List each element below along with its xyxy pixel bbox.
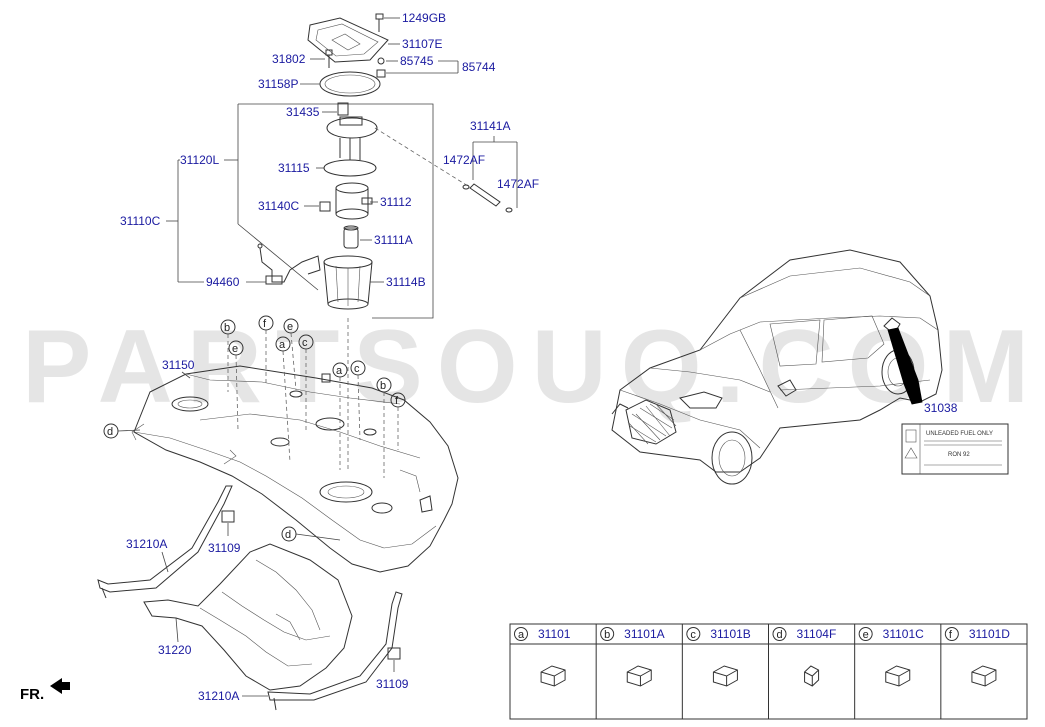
callout-b1: b: [224, 322, 230, 334]
label-31107E[interactable]: 31107E: [402, 37, 442, 51]
label-31115[interactable]: 31115: [278, 161, 310, 175]
legend-block-icon-d: [804, 665, 820, 687]
legend-letter-e: e: [863, 629, 869, 641]
direction-label: FR.: [20, 686, 44, 703]
label-85745[interactable]: 85745: [400, 54, 434, 68]
callout-leaders: [117, 318, 399, 541]
legend-block-icon-a: [540, 665, 566, 687]
fuel-tank-31150: [131, 365, 459, 573]
fuel-label-line1: UNLEADED FUEL ONLY: [926, 431, 993, 437]
fuel-label-31038: UNLEADED FUEL ONLY RON 92: [901, 423, 1009, 475]
reservoir-31112: [335, 182, 373, 220]
filter-31114B: [323, 255, 373, 310]
part-31140C: [319, 201, 331, 212]
oring-31115: [323, 159, 377, 177]
label-1472AF-b[interactable]: 1472AF: [497, 177, 539, 191]
legend-letter-c: c: [690, 629, 696, 641]
vent-tube-31141A: [462, 183, 513, 213]
cover-plate-31107E: [307, 17, 389, 63]
gasket-31158P: [319, 71, 381, 97]
callout-e2: e: [232, 343, 238, 355]
strap-31210A-front: [97, 485, 233, 599]
label-31141A[interactable]: 31141A: [470, 119, 510, 133]
label-31435[interactable]: 31435: [286, 105, 320, 119]
legend-part-31101A[interactable]: 31101A: [624, 627, 664, 641]
legend-block-icon-b: [626, 665, 652, 687]
callout-a2: a: [336, 365, 343, 377]
pump-flange: [326, 116, 378, 160]
callout-c2: c: [354, 363, 360, 375]
pump-31111A: [343, 225, 359, 249]
label-31120L[interactable]: 31120L: [180, 153, 219, 167]
legend-table: a 31101 b 31101A c 31101B d 31104F e 31101C f 31101…: [509, 623, 1028, 720]
label-31802[interactable]: 31802: [272, 52, 306, 66]
label-31038[interactable]: 31038: [924, 401, 958, 415]
heat-shield-31220: [143, 543, 353, 691]
label-31110C[interactable]: 31110C: [120, 214, 161, 228]
sender-94460: [257, 243, 321, 285]
callout-f2: f: [395, 395, 399, 407]
car-illustration: [611, 249, 943, 485]
callout-b2: b: [380, 380, 386, 392]
screw-31802: [325, 49, 333, 68]
module-bracket-box: [238, 103, 434, 319]
legend-letter-f: f: [949, 629, 953, 641]
label-31210A-b[interactable]: 31210A: [198, 689, 239, 703]
legend-block-icon-f: [971, 665, 997, 687]
legend-letter-a: a: [518, 629, 525, 641]
legend-letter-b: b: [604, 629, 610, 641]
legend-part-31104F[interactable]: 31104F: [797, 627, 837, 641]
label-31150[interactable]: 31150: [162, 358, 195, 372]
callout-d2: d: [285, 529, 291, 541]
label-31158P[interactable]: 31158P: [258, 77, 298, 91]
legend-letter-circle-d: [772, 627, 787, 641]
label-31210A-a[interactable]: 31210A: [126, 537, 167, 551]
legend-block-icon-e: [885, 665, 911, 687]
strap-31210A-rear: [267, 591, 403, 711]
legend-letter-circle-e: [858, 627, 873, 641]
label-31109-b[interactable]: 31109: [376, 677, 409, 691]
label-31114B[interactable]: 31114B: [386, 275, 426, 289]
legend-letter-circle-c: [686, 627, 701, 641]
legend-letter-circle-a: [514, 627, 528, 641]
label-31111A[interactable]: 31111A: [374, 233, 413, 247]
callout-c1: c: [302, 337, 308, 349]
washer-85745: [377, 57, 385, 65]
legend-part-31101D[interactable]: 31101D: [969, 627, 1010, 641]
bolt-1249GB: [375, 13, 384, 32]
label-31109-a[interactable]: 31109: [208, 541, 241, 555]
nut-31109-b: [387, 647, 401, 660]
callout-a1: a: [279, 339, 286, 351]
legend-letter-d: d: [777, 629, 783, 641]
label-31112[interactable]: 31112: [380, 195, 412, 209]
label-1249GB[interactable]: 1249GB: [402, 11, 446, 25]
label-94460[interactable]: 94460: [206, 275, 240, 289]
legend-part-31101C[interactable]: 31101C: [883, 627, 924, 641]
callout-d1: d: [107, 426, 113, 438]
legend-letter-circle-b: [600, 627, 615, 641]
grommet-85744: [376, 69, 386, 78]
label-31140C[interactable]: 31140C: [258, 199, 299, 213]
connector-31435: [337, 102, 349, 116]
legend-letter-circle-f: [944, 627, 959, 641]
watermark: PARTSOUQ.COM: [22, 309, 1043, 425]
front-arrow-icon: [50, 678, 70, 694]
fuel-label-line2: RON 92: [948, 452, 970, 458]
callout-f1: f: [263, 318, 267, 330]
legend-part-31101B[interactable]: 31101B: [710, 627, 750, 641]
legend-part-31101[interactable]: 31101: [538, 627, 571, 641]
legend-block-icon-c: [712, 665, 738, 687]
label-31220[interactable]: 31220: [158, 643, 192, 657]
nut-31109-a: [221, 510, 235, 523]
label-1472AF-a[interactable]: 1472AF: [443, 153, 485, 167]
callout-e1: e: [287, 321, 293, 333]
label-85744[interactable]: 85744: [462, 60, 496, 74]
